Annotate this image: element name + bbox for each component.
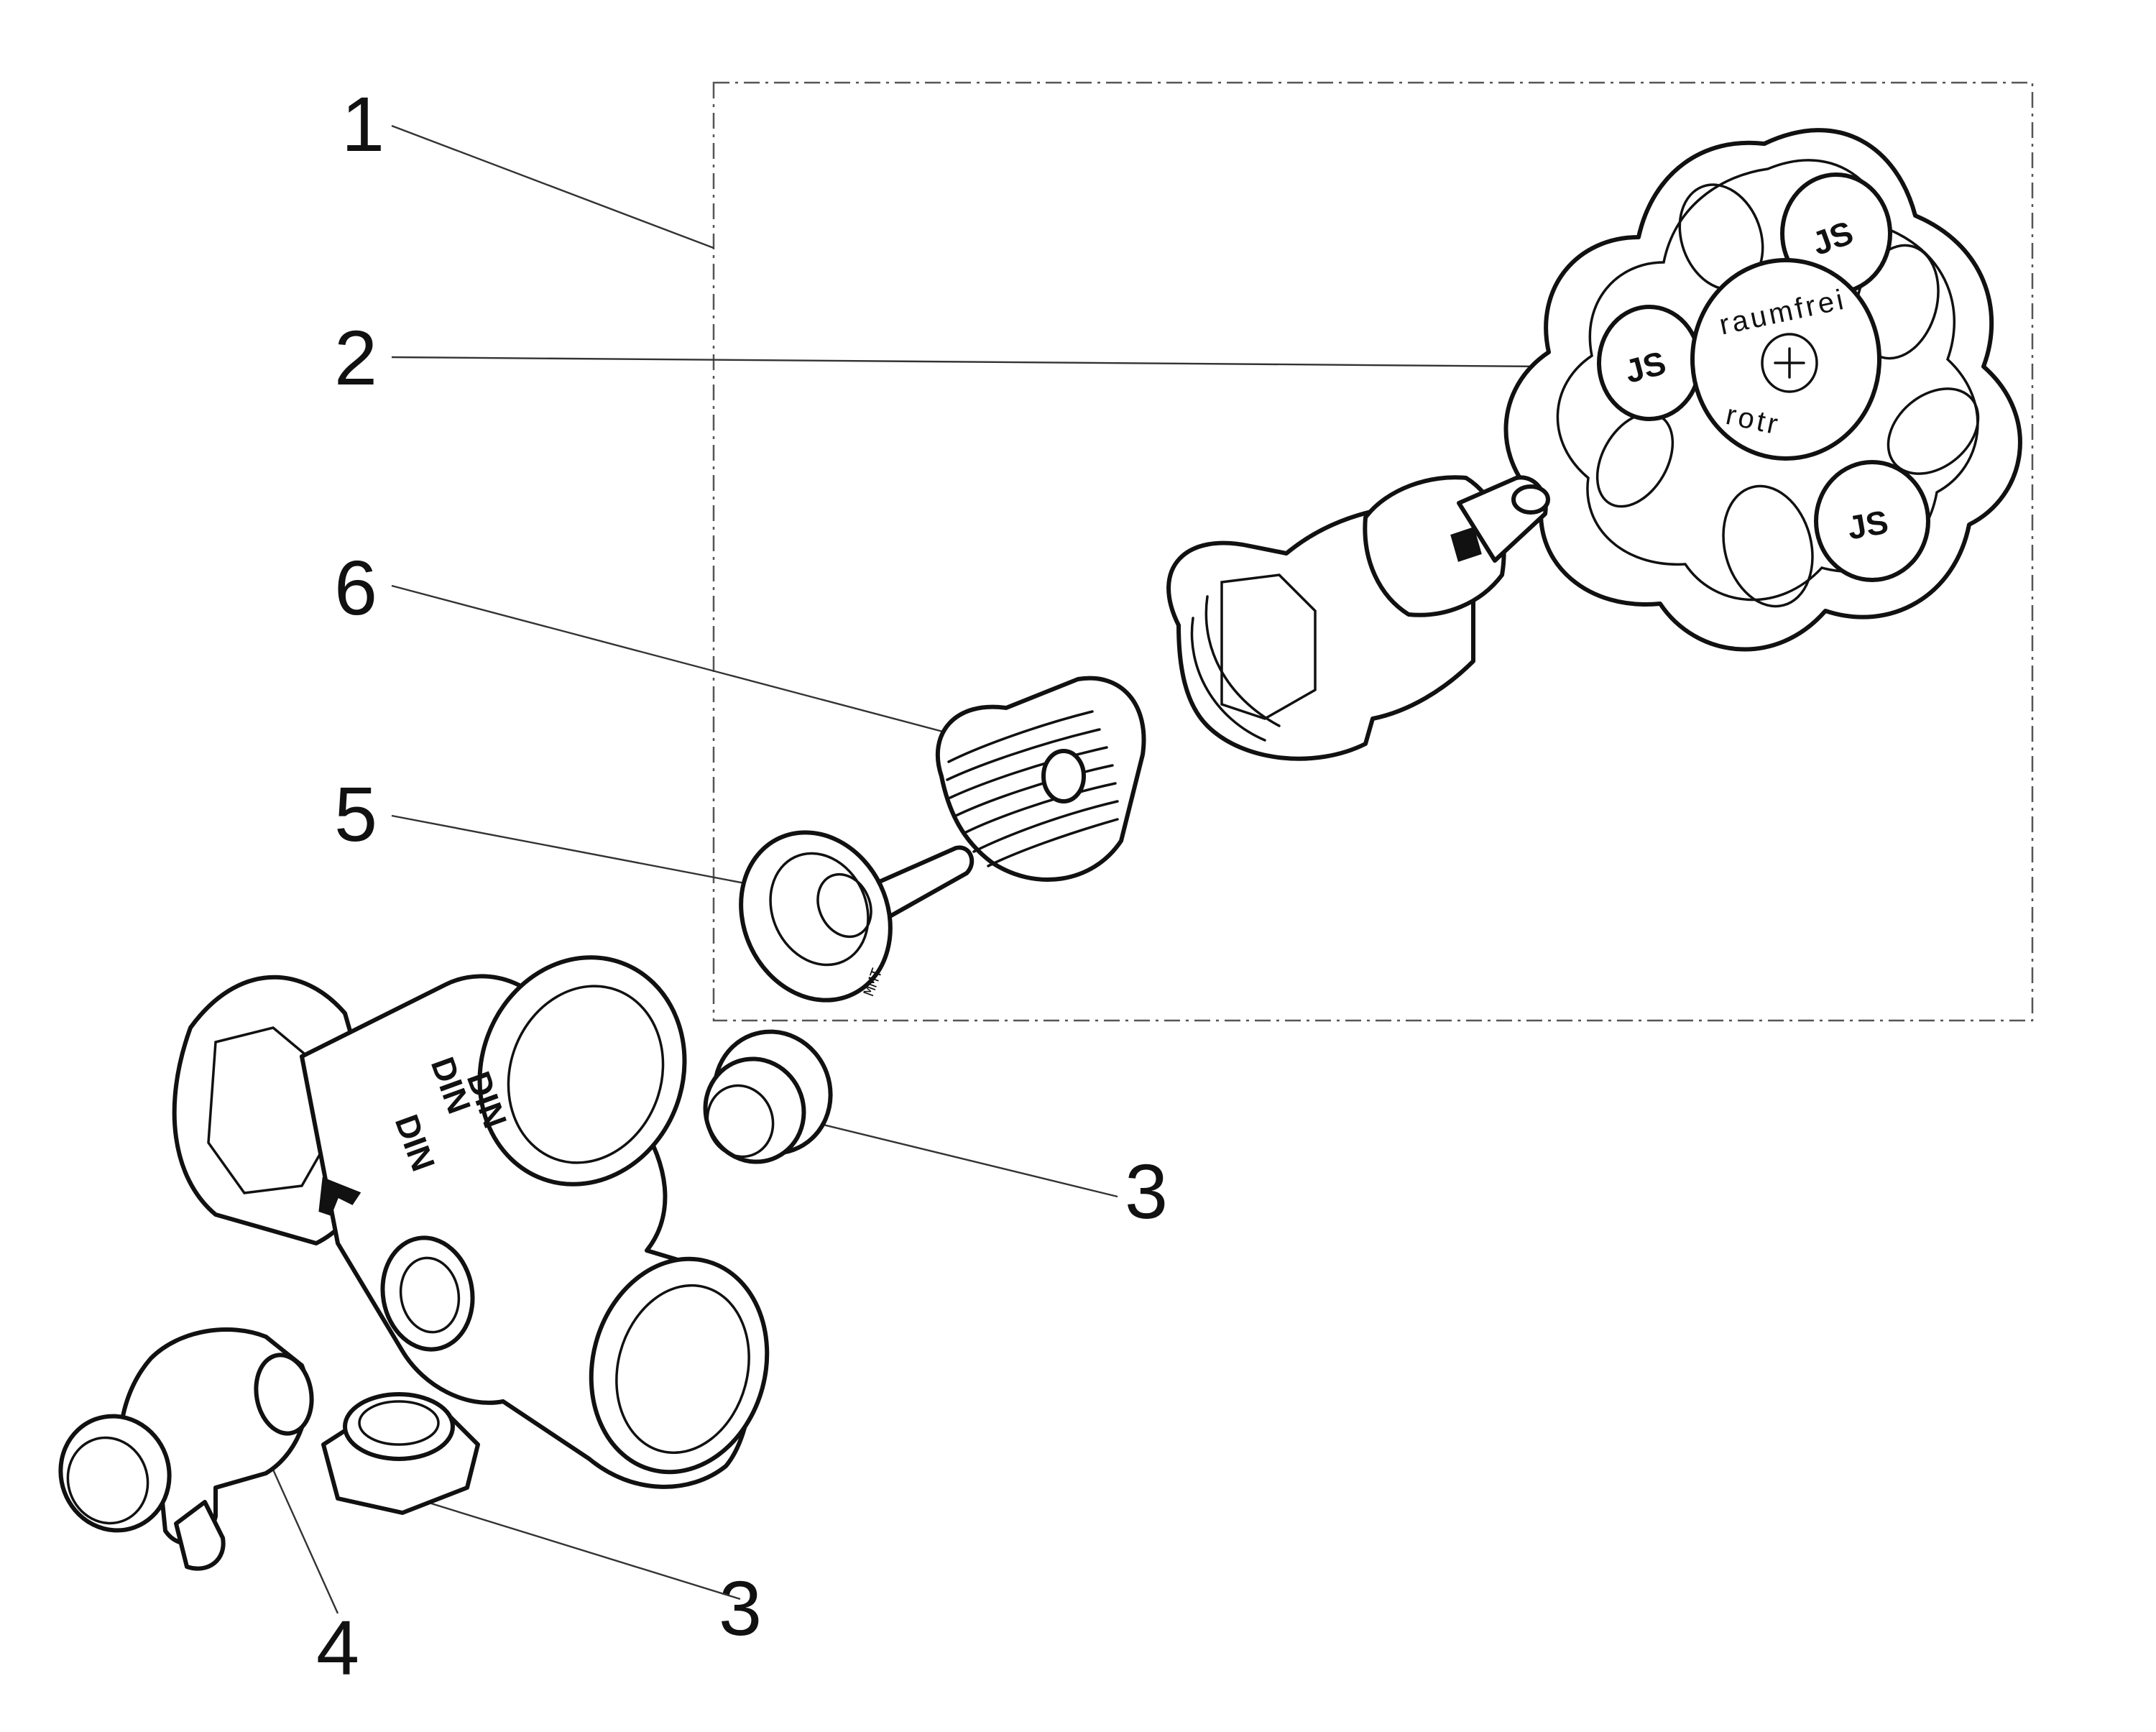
leader-line-3-upper bbox=[808, 1120, 1118, 1198]
bellows-coil-6 bbox=[972, 800, 1119, 853]
valve-body-top-port-inner bbox=[507, 985, 665, 1164]
valve-body-flow-arrow bbox=[318, 1176, 361, 1216]
handwheel-opening-4 bbox=[1722, 484, 1814, 608]
handwheel-opening-2 bbox=[1855, 244, 1940, 360]
drain-valve-thread-end bbox=[254, 1353, 314, 1436]
drain-valve bbox=[58, 1327, 314, 1571]
handwheel: JS JS JS raumfrei rotr bbox=[1503, 128, 2022, 652]
bellows-end-opening bbox=[1041, 749, 1086, 803]
plug-lower bbox=[321, 1392, 480, 1515]
bellows-coil-5 bbox=[962, 782, 1117, 835]
bellows-coil-2 bbox=[946, 728, 1101, 781]
callout-number-5: 5 bbox=[334, 770, 377, 857]
assembly-group-frame bbox=[712, 81, 2034, 1022]
bellows-coil-1 bbox=[947, 710, 1094, 763]
valve-disc-inner bbox=[769, 852, 870, 967]
callout-number-3-lower: 3 bbox=[719, 1565, 762, 1652]
handwheel-hub bbox=[1690, 258, 1881, 461]
valve-body-outlet-port bbox=[589, 1256, 770, 1475]
bellows-outline bbox=[936, 676, 1146, 882]
valve-body: DIN DIN DIN bbox=[172, 955, 770, 1489]
spindle-stem-tip bbox=[1511, 484, 1550, 515]
bellows-spring bbox=[936, 676, 1146, 882]
callout-number-3-upper: 3 bbox=[1125, 1148, 1168, 1235]
handwheel-logo-bottom: JS bbox=[1845, 503, 1891, 547]
handwheel-hub-screw-slot bbox=[1774, 347, 1805, 379]
valve-disc-outer bbox=[739, 830, 893, 1003]
spindle-bonnet bbox=[1166, 475, 1550, 761]
valve-disc: MMT bbox=[739, 830, 975, 1003]
plug-upper-face bbox=[706, 1084, 775, 1158]
callout-number-1: 1 bbox=[341, 80, 384, 167]
valve-body-left-nut-detail bbox=[207, 1026, 332, 1194]
callout-number-4: 4 bbox=[316, 1604, 359, 1691]
valve-body-side-port bbox=[380, 1235, 475, 1352]
plug-lower-top-inner bbox=[358, 1400, 440, 1446]
valve-body-side-port-inner bbox=[399, 1256, 461, 1334]
callout-number-2: 2 bbox=[334, 314, 377, 401]
bellows-coil-4 bbox=[954, 764, 1114, 817]
plug-upper bbox=[703, 1029, 833, 1164]
valve-body-top-port bbox=[477, 955, 687, 1187]
bellows-coil-3 bbox=[949, 746, 1108, 799]
leader-line-4 bbox=[272, 1469, 339, 1614]
bonnet-ring-2 bbox=[1204, 595, 1281, 727]
handwheel-opening-3 bbox=[1886, 387, 1980, 475]
bellows-coil-7 bbox=[987, 818, 1119, 867]
drain-valve-hose-nipple bbox=[174, 1500, 226, 1571]
valve-disc-seal bbox=[816, 872, 872, 939]
bonnet-hex-nut bbox=[1220, 574, 1317, 720]
handwheel-hub-screw bbox=[1761, 333, 1818, 393]
leader-line-5 bbox=[391, 814, 806, 896]
drain-valve-knurled-cap-face bbox=[66, 1436, 149, 1525]
spindle-square-head bbox=[1450, 527, 1482, 562]
plug-lower-top bbox=[343, 1392, 455, 1461]
leader-line-1 bbox=[391, 124, 714, 249]
handwheel-inner-rim bbox=[1556, 159, 1979, 602]
leader-line-6 bbox=[391, 584, 1003, 749]
leader-line-3-lower bbox=[391, 1490, 741, 1600]
bonnet-ring-1 bbox=[1190, 617, 1266, 742]
handwheel-logo-medallion-bottom bbox=[1814, 460, 1930, 582]
valve-body-outlet-port-inner bbox=[615, 1284, 750, 1455]
leader-line-2 bbox=[391, 356, 1546, 368]
callout-number-6: 6 bbox=[334, 544, 377, 631]
